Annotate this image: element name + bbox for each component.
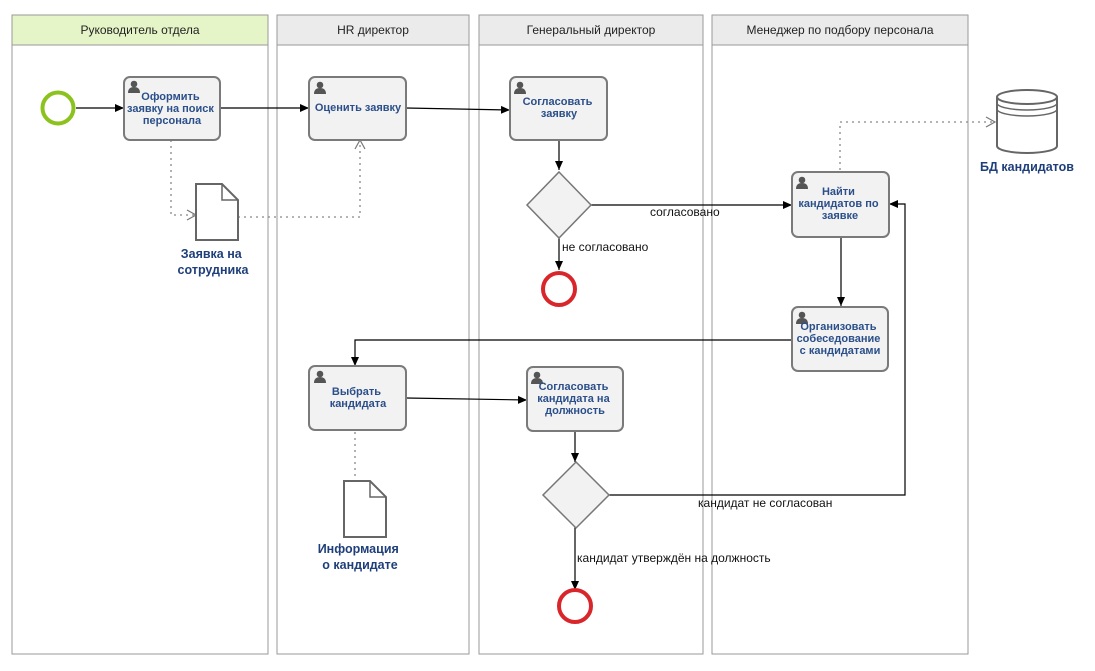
lane-header bbox=[478, 14, 704, 46]
flow-label-candidate-approved: кандидат утверждён на должность bbox=[577, 551, 771, 565]
flow-arrow bbox=[609, 200, 906, 496]
association-line bbox=[839, 116, 997, 170]
sequence-flows bbox=[76, 104, 906, 590]
lane-header bbox=[276, 14, 470, 46]
flow-arrow bbox=[405, 395, 528, 404]
lane-title: Менеджер по подбору персонала bbox=[746, 23, 933, 37]
flow-label-candidate-not-approved: кандидат не согласован bbox=[698, 496, 832, 510]
data-object-request[interactable]: Заявка на сотрудника bbox=[178, 183, 250, 277]
flow-arrow bbox=[405, 105, 511, 114]
task-find-candidates[interactable]: Найти кандидатов по заявке bbox=[791, 171, 890, 238]
lane-title: Руководитель отдела bbox=[80, 23, 199, 37]
task-label: Оценить заявку bbox=[315, 102, 402, 114]
start-event[interactable] bbox=[40, 90, 76, 126]
lane-header bbox=[711, 14, 969, 46]
document-icon bbox=[343, 480, 387, 538]
task-evaluate-request[interactable]: Оценить заявку bbox=[308, 76, 407, 141]
associations bbox=[170, 116, 997, 480]
end-event[interactable] bbox=[557, 588, 593, 624]
task-approve-request[interactable]: Согласовать заявку bbox=[509, 76, 608, 141]
association-line bbox=[238, 138, 366, 218]
lane-title: HR директор bbox=[337, 23, 409, 37]
database-icon bbox=[996, 97, 1058, 154]
task-label: Оформить заявку на поиск персонала bbox=[127, 91, 217, 127]
exclusive-gateway[interactable] bbox=[541, 460, 611, 530]
exclusive-gateway[interactable] bbox=[525, 170, 593, 240]
task-label: Согласовать заявку bbox=[523, 96, 596, 120]
data-object-label: Информация о кандидате bbox=[318, 542, 403, 572]
data-object-candidate-info[interactable]: Информация о кандидате bbox=[318, 480, 403, 572]
task-create-request[interactable]: Оформить заявку на поиск персонала bbox=[123, 76, 221, 141]
lane-header bbox=[11, 14, 269, 46]
task-label: Выбрать кандидата bbox=[330, 386, 387, 410]
data-object-label: Заявка на сотрудника bbox=[178, 247, 250, 277]
document-icon bbox=[195, 183, 239, 241]
task-select-candidate[interactable]: Выбрать кандидата bbox=[308, 365, 407, 431]
lane-title: Генеральный директор bbox=[527, 23, 656, 37]
task-label: Найти кандидатов по заявке bbox=[798, 186, 881, 222]
flow-label-approved: согласовано bbox=[650, 205, 720, 219]
task-label: Согласовать кандидата на должность bbox=[537, 381, 613, 417]
task-organize-interview[interactable]: Организовать собеседование с кандидатами bbox=[791, 306, 889, 372]
data-store-label: БД кандидатов bbox=[980, 160, 1074, 174]
task-label: Организовать собеседование с кандидатами bbox=[797, 321, 884, 357]
data-store-candidates-db[interactable]: БД кандидатов bbox=[980, 89, 1074, 174]
task-approve-candidate[interactable]: Согласовать кандидата на должность bbox=[526, 366, 624, 432]
end-event[interactable] bbox=[541, 271, 577, 307]
association-line bbox=[170, 140, 198, 221]
flow-arrow bbox=[351, 339, 792, 366]
flow-label-not-approved: не согласовано bbox=[562, 240, 649, 254]
